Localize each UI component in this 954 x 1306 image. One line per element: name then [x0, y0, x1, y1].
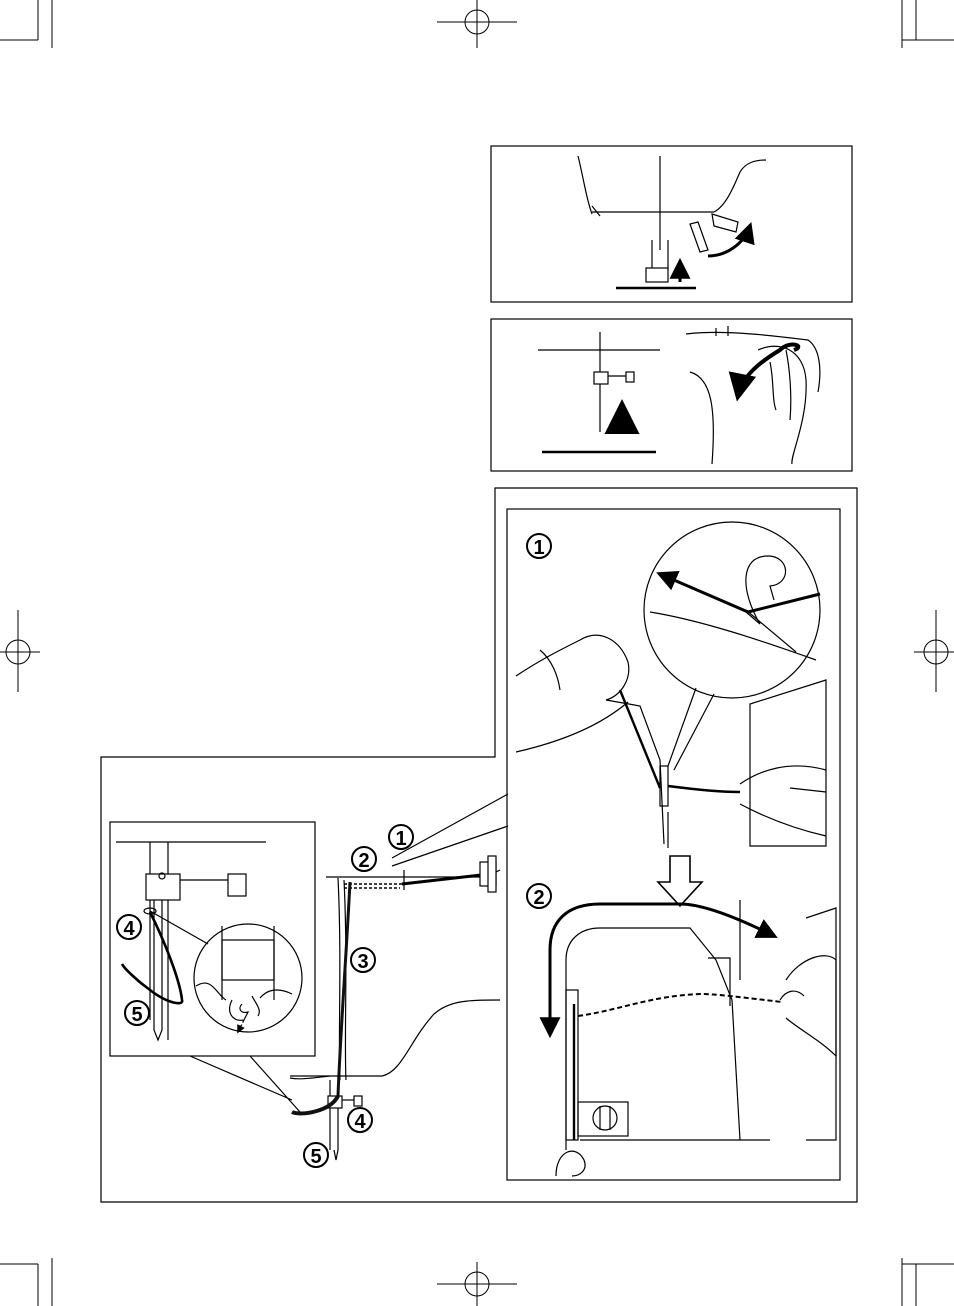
needle-inset: [110, 822, 315, 1112]
thread-guide-detail: [516, 522, 826, 848]
step-marker-5: 5: [304, 1143, 328, 1168]
step-marker-label: 4: [354, 1111, 366, 1133]
step-marker-2-sub: 2: [527, 884, 551, 909]
step-marker-label: 4: [123, 918, 135, 940]
take-up-lever-detail: [550, 900, 836, 1176]
step-marker-1: 1: [389, 825, 413, 850]
handwheel-panel: [491, 319, 852, 471]
step-marker-label: 5: [131, 1004, 142, 1026]
direction-arrow-icon: [658, 856, 702, 906]
presser-foot-panel: [491, 146, 852, 302]
step-marker-label: 1: [395, 828, 406, 850]
step-marker-label: 1: [533, 537, 544, 559]
step-marker-label: 3: [357, 951, 368, 973]
step-marker-5-inset: 5: [125, 1001, 149, 1026]
step-marker-2: 2: [352, 847, 376, 872]
step-marker-4-inset: 4: [117, 915, 141, 940]
step-markers: 1 2 1 2 3 4 5 4: [117, 534, 551, 1168]
step-marker-label: 5: [310, 1146, 321, 1168]
step-marker-label: 2: [533, 887, 544, 909]
step-marker-label: 2: [358, 850, 369, 872]
threading-frame: [101, 488, 857, 1202]
step-marker-3: 3: [351, 948, 375, 973]
step-marker-1-sub: 1: [527, 534, 551, 559]
step-marker-4: 4: [348, 1108, 372, 1133]
